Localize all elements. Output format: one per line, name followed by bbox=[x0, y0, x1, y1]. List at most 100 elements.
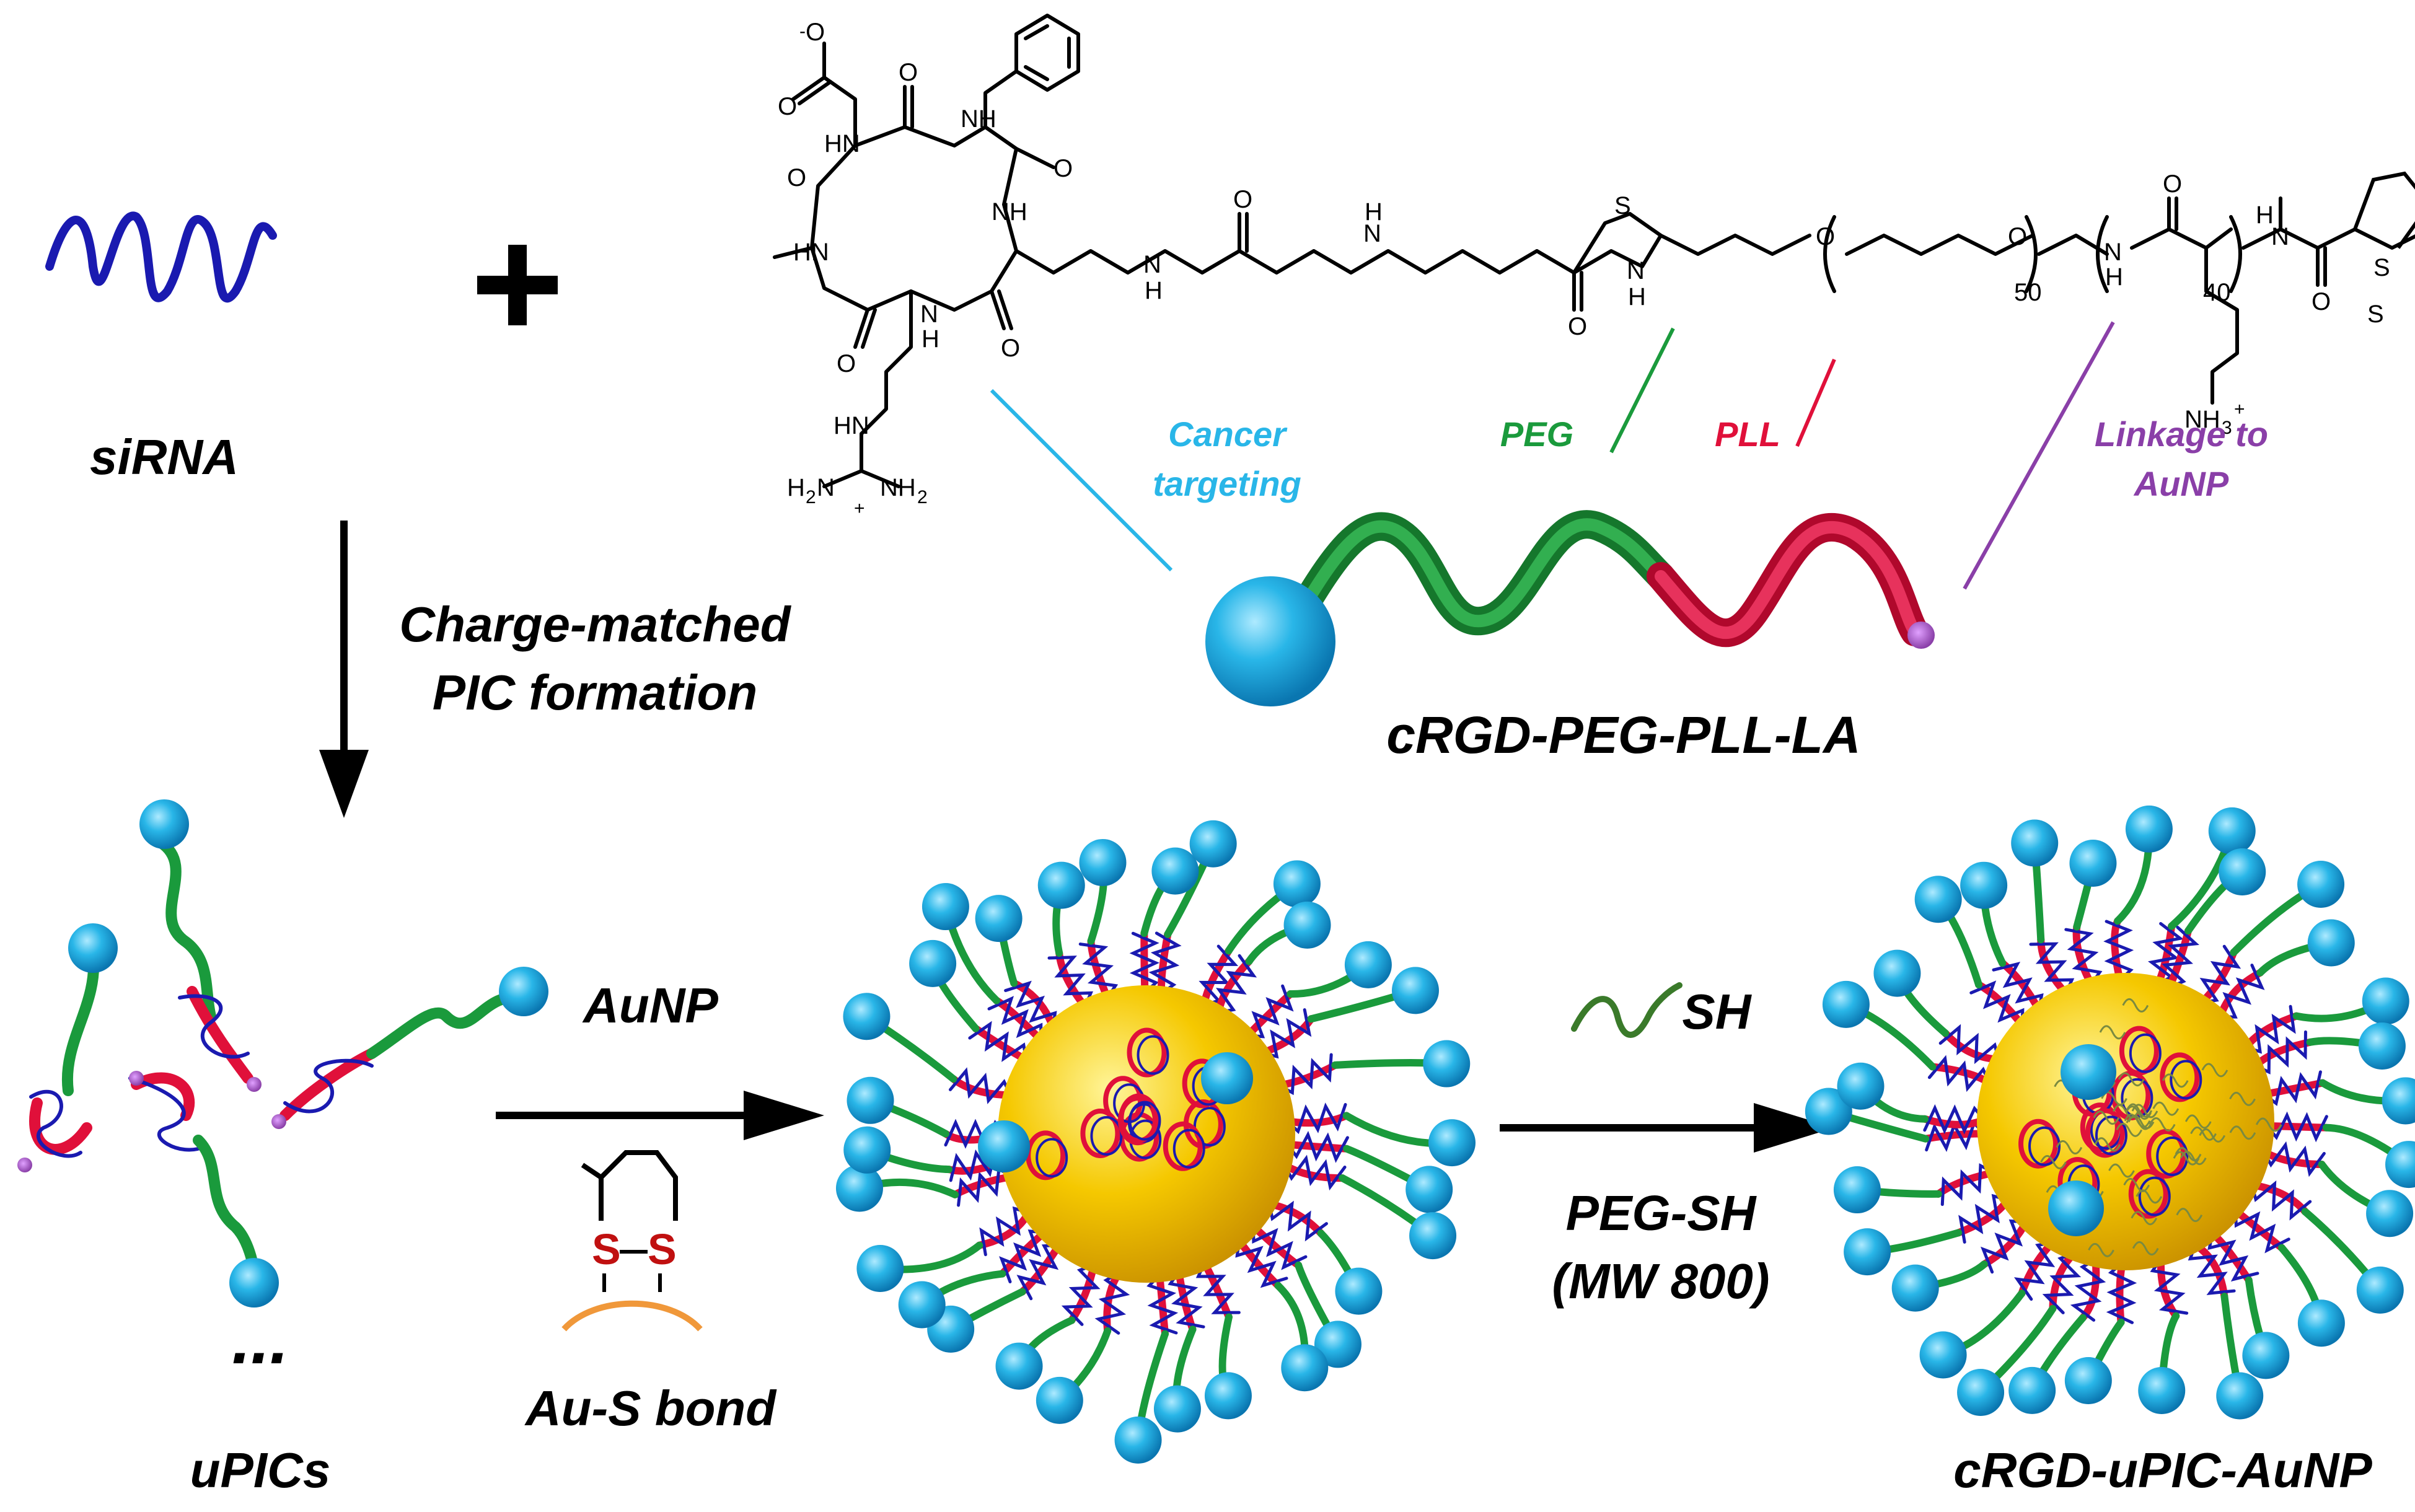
sirna-strand bbox=[1923, 1104, 1986, 1135]
svg-text:H: H bbox=[1628, 283, 1646, 310]
sirna-strand bbox=[2150, 1257, 2189, 1315]
peg-sh-strand bbox=[2175, 1147, 2202, 1162]
svg-text:S: S bbox=[2367, 301, 2384, 328]
sirna-strand bbox=[1958, 1193, 2010, 1244]
pic-segment bbox=[1258, 1015, 1315, 1057]
pic-segment bbox=[1156, 1271, 1169, 1338]
polymer-name-label: cRGD-PEG-PLL-LA bbox=[1386, 706, 1860, 764]
svg-text:+: + bbox=[2234, 399, 2245, 420]
peg-sh-label-line2: (MW 800) bbox=[1552, 1254, 1769, 1309]
dithiolane-ring-2 bbox=[2353, 171, 2415, 249]
aunp-label: AuNP bbox=[582, 978, 718, 1033]
sirna-strand bbox=[1277, 1053, 1333, 1096]
upics-label: uPICs bbox=[190, 1443, 331, 1498]
sirna-strand bbox=[1168, 1270, 1205, 1329]
svg-text:O: O bbox=[899, 59, 918, 86]
sirna-strand bbox=[2263, 1070, 2322, 1106]
sirna-strand bbox=[2250, 1180, 2312, 1221]
pll-line bbox=[1795, 358, 1836, 447]
crgd-sphere bbox=[1314, 1321, 1361, 1368]
sirna-strand bbox=[2162, 926, 2199, 989]
crgd-sphere bbox=[1283, 901, 1331, 949]
svg-text:O: O bbox=[787, 164, 806, 191]
product-label: cRGD-uPIC-AuNP bbox=[1953, 1443, 2372, 1498]
sirna-helix bbox=[45, 211, 277, 302]
crgd-sphere bbox=[1344, 941, 1392, 988]
crgd-sphere bbox=[1822, 980, 1870, 1028]
plus-sign bbox=[477, 245, 558, 325]
svg-text:O: O bbox=[1054, 155, 1073, 182]
sirna-strand bbox=[1285, 1102, 1347, 1135]
sirna-strand bbox=[1267, 1200, 1328, 1242]
crgd-sphere bbox=[1079, 838, 1127, 886]
sirna-strand bbox=[2070, 1258, 2106, 1322]
crgd-sphere bbox=[2208, 807, 2256, 855]
crgd-sphere bbox=[2297, 1299, 2345, 1347]
surface-sirna bbox=[1172, 1128, 1205, 1169]
peg-sh-strand bbox=[2184, 1114, 2212, 1129]
sirna-strand bbox=[1129, 931, 1160, 995]
svg-text:N: N bbox=[2271, 223, 2289, 250]
sirna-strand bbox=[2103, 920, 2134, 982]
sirna-strand bbox=[2106, 1261, 2137, 1324]
sirna-strand bbox=[1216, 954, 1257, 1014]
peg-sh-strand-icon bbox=[1571, 982, 1683, 1038]
crgd-sphere bbox=[2366, 1190, 2414, 1237]
peg-sh-strand bbox=[2149, 1117, 2176, 1132]
sirna-strand bbox=[999, 1229, 1047, 1283]
svg-text:+: + bbox=[854, 498, 865, 519]
svg-text:NH: NH bbox=[961, 105, 996, 133]
crgd-sphere bbox=[898, 1281, 946, 1329]
crgd-sphere bbox=[1423, 1040, 1471, 1088]
au-s-bond-label: Au-S bond bbox=[524, 1381, 777, 1436]
upics-spheres bbox=[17, 799, 548, 1308]
peg-sh-strand bbox=[2118, 1072, 2145, 1087]
surface-sirna bbox=[2170, 1060, 2202, 1100]
sh-label: SH bbox=[1682, 984, 1752, 1039]
sirna-strand bbox=[2064, 928, 2103, 987]
sirna-strand bbox=[2013, 1241, 2056, 1301]
sirna-strand bbox=[2219, 964, 2265, 1019]
sirna-strand bbox=[979, 1206, 1031, 1257]
crgd-sphere bbox=[922, 883, 969, 931]
svg-text:40: 40 bbox=[2203, 279, 2231, 306]
sirna-strand bbox=[1260, 1008, 1312, 1059]
crgd-sphere bbox=[1335, 1267, 1383, 1315]
sirna-strand bbox=[2207, 1231, 2259, 1282]
crgd-sphere bbox=[1189, 820, 1237, 868]
crgd-sphere bbox=[1428, 1119, 1476, 1167]
crgd-sphere bbox=[2138, 1366, 2186, 1414]
sirna-strand bbox=[2244, 1004, 2296, 1054]
sirna-strand bbox=[2265, 1111, 2328, 1143]
sirna-strand bbox=[1061, 1264, 1101, 1326]
sirna-strand bbox=[1285, 1131, 1349, 1163]
surface-sirna bbox=[2138, 1176, 2171, 1216]
sirna-strand bbox=[1969, 980, 2025, 1027]
svg-text:N: N bbox=[1363, 220, 1381, 247]
crgd-sphere bbox=[856, 1245, 904, 1293]
peg-sh-strand bbox=[2152, 1101, 2180, 1116]
crgd-sphere bbox=[1833, 1166, 1881, 1214]
svg-text:H: H bbox=[787, 474, 805, 501]
peg-sh-strand bbox=[2201, 1063, 2228, 1078]
crgd-sphere bbox=[2382, 1077, 2415, 1125]
sirna-strand bbox=[1252, 1224, 1308, 1270]
sirna-strand bbox=[1004, 980, 1057, 1030]
svg-text:O: O bbox=[1568, 313, 1587, 340]
svg-text:S: S bbox=[648, 1225, 677, 1273]
crgd-sphere bbox=[843, 993, 891, 1040]
sirna-strand bbox=[2042, 1251, 2082, 1314]
peg-sh-strand bbox=[2162, 1073, 2189, 1088]
sirna-strand bbox=[2233, 1208, 2290, 1254]
svg-text:50: 50 bbox=[2014, 279, 2042, 306]
peg-sh-strand bbox=[2229, 1125, 2256, 1140]
sirna-strand bbox=[1146, 1273, 1179, 1335]
peg-sh-strand bbox=[2173, 1151, 2200, 1166]
pic-segment bbox=[1140, 930, 1149, 997]
crgd-sphere bbox=[2008, 1366, 2056, 1414]
svg-text:O: O bbox=[837, 350, 856, 377]
surface-sirna bbox=[2129, 1033, 2162, 1073]
crgd-sphere bbox=[1114, 1416, 1162, 1464]
sirna-strand bbox=[1094, 1271, 1130, 1335]
peg-sh-strand bbox=[2088, 1242, 2114, 1257]
